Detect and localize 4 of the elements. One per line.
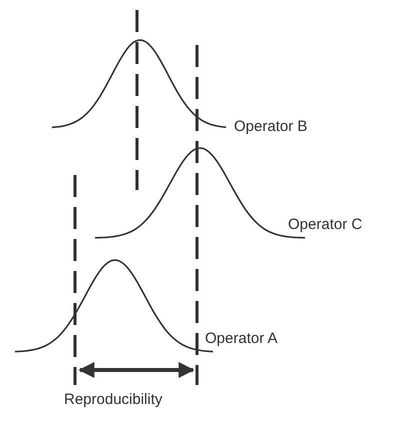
curve-label: Operator A (205, 330, 278, 347)
curve-label: Reproducibility (64, 391, 162, 408)
curve-label: Operator B (234, 118, 308, 135)
curve-label: Operator C (288, 216, 362, 233)
